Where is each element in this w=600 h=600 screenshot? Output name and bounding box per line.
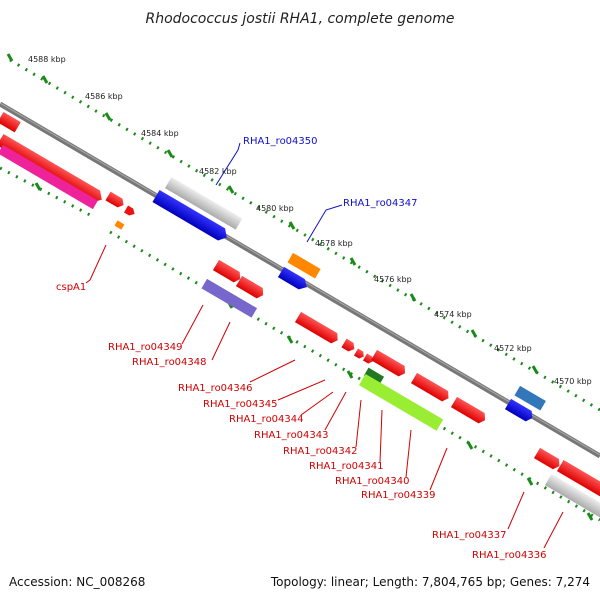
gene-RHA1_ro04337[interactable] <box>533 447 562 472</box>
kbp-labels: 4588 kbp 4586 kbp 4584 kbp 4582 kbp 4580… <box>28 55 592 386</box>
gene-cspA1[interactable] <box>114 220 125 230</box>
leader-lines <box>85 142 564 549</box>
label-RHA1_ro04348[interactable]: RHA1_ro04348 <box>132 357 207 368</box>
tick-label: 4586 kbp <box>85 92 123 101</box>
label-RHA1_ro04337[interactable]: RHA1_ro04337 <box>432 530 507 541</box>
accession-text: Accession: NC_008268 <box>9 575 145 589</box>
gene-arrow[interactable] <box>556 459 600 502</box>
tick-label: 4584 kbp <box>141 129 179 138</box>
tick-label: 4588 kbp <box>28 55 66 64</box>
gene-arrow[interactable] <box>123 205 137 218</box>
tick-label: 4582 kbp <box>199 167 237 176</box>
label-RHA1_ro04350[interactable]: RHA1_ro04350 <box>243 136 318 147</box>
tick-label: 4578 kbp <box>315 239 353 248</box>
tick-label: 4570 kbp <box>554 377 592 386</box>
label-RHA1_ro04336[interactable]: RHA1_ro04336 <box>472 550 547 561</box>
gene-arrow[interactable] <box>450 396 488 426</box>
scale-line-upper <box>9 58 600 412</box>
gene-labels: RHA1_ro04350 RHA1_ro04347 cspA1 RHA1_ro0… <box>56 136 547 561</box>
gene-RHA1_ro04343[interactable] <box>362 353 375 365</box>
gene-arrow[interactable] <box>0 144 98 210</box>
label-RHA1_ro04342[interactable]: RHA1_ro04342 <box>283 446 358 457</box>
gene-RHA1_ro04350[interactable] <box>152 189 230 244</box>
tick-label: 4576 kbp <box>374 275 412 284</box>
gene-RHA1_ro04344[interactable] <box>353 348 366 360</box>
label-RHA1_ro04346[interactable]: RHA1_ro04346 <box>178 383 253 394</box>
gene-arrow[interactable] <box>277 266 310 293</box>
label-RHA1_ro04349[interactable]: RHA1_ro04349 <box>108 342 183 353</box>
gene-RHA1_ro04341[interactable] <box>358 373 444 431</box>
label-RHA1_ro04347[interactable]: RHA1_ro04347 <box>343 198 418 209</box>
gene-arrow[interactable] <box>0 111 21 133</box>
gene-arrow[interactable] <box>370 349 408 379</box>
gene-arrow[interactable] <box>0 133 105 205</box>
gene-arrow[interactable] <box>105 191 126 210</box>
tick-label: 4580 kbp <box>256 204 294 213</box>
major-ticks <box>6 53 539 374</box>
gene-RHA1_ro04346[interactable] <box>294 311 341 346</box>
gene-RHA1_ro04342[interactable] <box>363 367 385 385</box>
label-RHA1_ro04339[interactable]: RHA1_ro04339 <box>361 490 436 501</box>
label-RHA1_ro04343[interactable]: RHA1_ro04343 <box>254 430 329 441</box>
label-cspA1[interactable]: cspA1 <box>56 282 86 293</box>
label-RHA1_ro04344[interactable]: RHA1_ro04344 <box>229 414 304 425</box>
label-RHA1_ro04345[interactable]: RHA1_ro04345 <box>203 399 278 410</box>
label-RHA1_ro04341[interactable]: RHA1_ro04341 <box>309 461 384 472</box>
gene-features <box>0 111 600 521</box>
gene-RHA1_ro04336[interactable] <box>544 473 600 521</box>
genome-stats-text: Topology: linear; Length: 7,804,765 bp; … <box>270 575 590 589</box>
gene-RHA1_ro04347[interactable] <box>287 252 321 279</box>
gene-RHA1_ro04349[interactable] <box>201 278 258 318</box>
gene-arrow[interactable] <box>514 385 546 411</box>
label-RHA1_ro04340[interactable]: RHA1_ro04340 <box>335 476 410 487</box>
tick-label: 4572 kbp <box>494 344 532 353</box>
gene-arrow[interactable] <box>410 372 452 404</box>
gene-arrow[interactable] <box>235 275 266 301</box>
gene-arrow[interactable] <box>504 398 535 424</box>
gene-arrow[interactable] <box>164 176 243 230</box>
tick-label: 4574 kbp <box>434 310 472 319</box>
map-title: Rhodococcus jostii RHA1, complete genome <box>145 11 454 27</box>
gene-RHA1_ro04345[interactable] <box>341 338 356 354</box>
gene-arrow[interactable] <box>212 259 243 285</box>
